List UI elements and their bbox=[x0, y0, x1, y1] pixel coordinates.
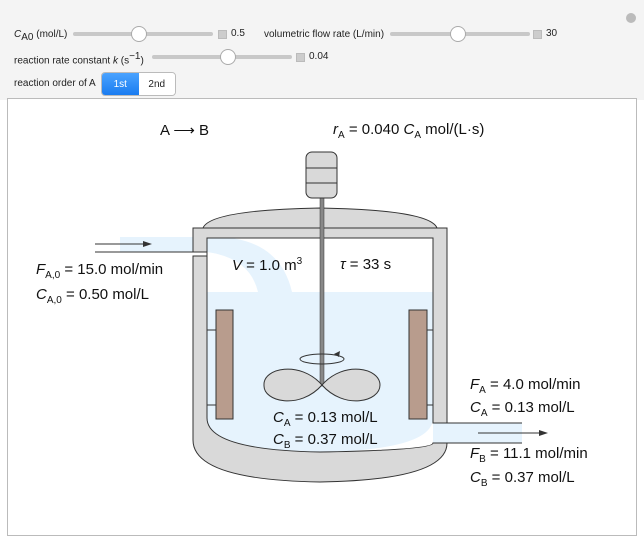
outlet-arrow-icon bbox=[478, 430, 548, 436]
k-value: 0.04 bbox=[309, 51, 329, 62]
ca0-value: 0.5 bbox=[231, 28, 245, 39]
tank-ca-label: CA = 0.13 mol/L bbox=[273, 409, 378, 429]
outlet-stream bbox=[433, 423, 522, 443]
flow-value: 30 bbox=[546, 28, 558, 39]
controls-panel: CA0 (mol/L) 0.5 volumetric flow rate (L/… bbox=[0, 0, 644, 100]
inlet-arrow-icon bbox=[95, 241, 152, 247]
volume-label: V = 1.0 m3 bbox=[232, 256, 303, 274]
rate-law: rA = 0.040 CA mol/(L·s) bbox=[333, 121, 485, 141]
reaction-equation: A ⟶ B bbox=[160, 122, 210, 139]
order-label: reaction order of A bbox=[14, 78, 96, 89]
k-expand-button[interactable] bbox=[296, 53, 305, 62]
outlet-fa-label: FA = 4.0 mol/min bbox=[470, 376, 581, 396]
inlet-stream bbox=[120, 237, 292, 292]
k-slider-thumb[interactable] bbox=[220, 49, 236, 65]
flow-label: volumetric flow rate (L/min) bbox=[264, 29, 385, 40]
k-slider[interactable] bbox=[152, 49, 292, 65]
right-baffle bbox=[408, 309, 433, 420]
impeller bbox=[263, 368, 381, 402]
outlet-fb-label: FB = 11.1 mol/min bbox=[470, 445, 588, 465]
ca0-label: CA0 (mol/L) bbox=[14, 29, 68, 43]
outlet-ca-label: CA = 0.13 mol/L bbox=[470, 399, 575, 419]
tank-cb-label: CB = 0.37 mol/L bbox=[273, 431, 378, 451]
inlet-flow-label: FA,0 = 15.0 mol/min bbox=[36, 261, 164, 281]
flow-slider[interactable] bbox=[390, 26, 530, 42]
flow-slider-thumb[interactable] bbox=[450, 26, 466, 42]
flow-expand-button[interactable] bbox=[533, 30, 542, 39]
motor bbox=[305, 151, 338, 199]
shaft bbox=[319, 197, 325, 387]
ca0-expand-button[interactable] bbox=[218, 30, 227, 39]
residence-time-label: τ = 33 s bbox=[340, 256, 392, 273]
ca0-slider-thumb[interactable] bbox=[131, 26, 147, 42]
rotation-arrow-icon bbox=[299, 353, 345, 365]
inlet-conc-label: CA,0 = 0.50 mol/L bbox=[36, 286, 149, 306]
outlet-cb-label: CB = 0.37 mol/L bbox=[470, 469, 575, 489]
expand-icon[interactable] bbox=[626, 13, 636, 23]
k-label: reaction rate constant k (s−1) bbox=[14, 51, 144, 67]
ca0-slider[interactable] bbox=[73, 26, 213, 42]
left-baffle bbox=[207, 309, 234, 420]
